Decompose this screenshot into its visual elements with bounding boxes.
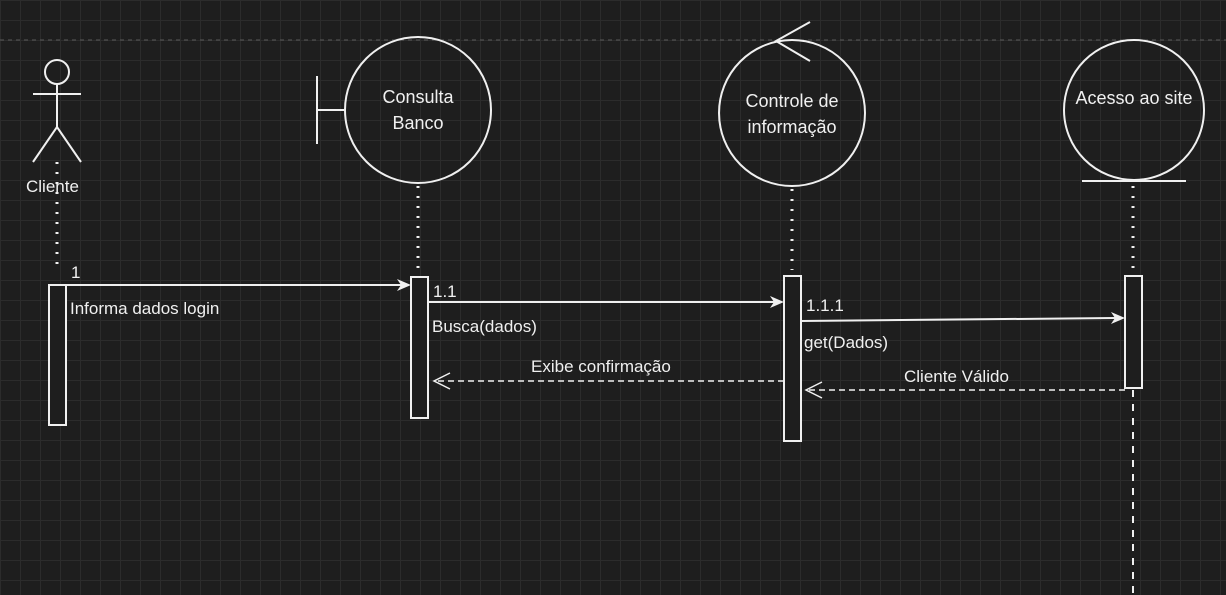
control-shape-icon[interactable] [718,21,866,187]
activation-boundary[interactable] [410,276,429,419]
message-arrow-1-1-1[interactable] [800,312,1125,324]
actor-figure-icon[interactable] [32,59,82,163]
message-label-1-1: Busca(dados) [432,317,537,336]
message-arrow-1[interactable] [66,279,411,291]
activation-entity[interactable] [1124,275,1143,389]
return-label-cliente-valido: Cliente Válido [904,367,1009,386]
return-arrow-cliente-valido[interactable] [804,381,1125,399]
message-arrow-1-1[interactable] [428,296,784,308]
message-number-1-1-1: 1.1.1 [806,296,844,315]
message-label-1-1-1: get(Dados) [804,333,889,352]
message-label-1: Informa dados login [70,299,220,318]
actor-name: Cliente [26,177,79,196]
entity-shape-icon[interactable] [1063,39,1205,182]
message-number-1: 1 [71,263,81,282]
return-label-exibe-confirmacao: Exibe confirmação [531,357,671,376]
entity-name: Acesso ao site [1075,88,1193,108]
message-number-1-1: 1.1 [433,282,457,301]
control-name: Controle de informação [745,91,839,137]
activation-actor[interactable] [48,284,67,426]
boundary-name: Consulta Banco [382,87,454,133]
return-arrow-exibe-confirmacao[interactable] [432,372,784,390]
boundary-shape-icon[interactable] [316,36,492,184]
activation-control[interactable] [783,275,802,442]
